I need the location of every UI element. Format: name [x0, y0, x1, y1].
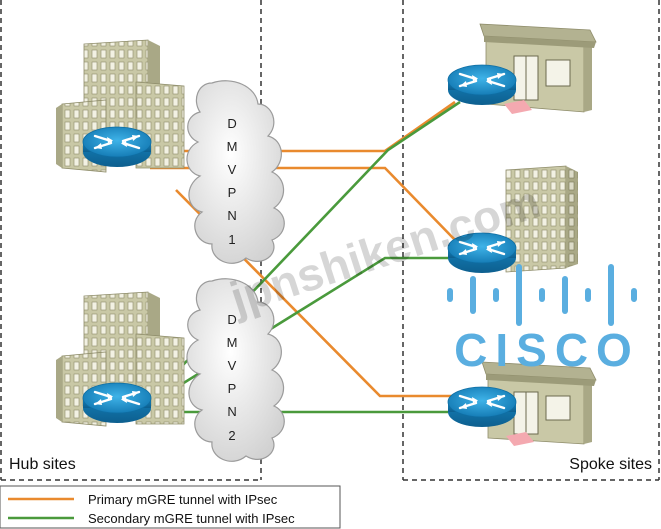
legend-secondary-label: Secondary mGRE tunnel with IPsec	[88, 511, 295, 526]
cloud-letter: M	[227, 139, 238, 154]
spoke-building-icon	[505, 165, 578, 273]
legend: Primary mGRE tunnel with IPsec Secondary…	[0, 485, 341, 529]
cloud-letter: N	[227, 208, 236, 223]
legend-primary-label: Primary mGRE tunnel with IPsec	[88, 492, 278, 507]
spoke-region	[402, 0, 660, 481]
cisco-wordmark: CISCO	[454, 324, 640, 376]
cloud-number: 1	[228, 232, 235, 247]
cloud-letter: D	[227, 116, 236, 131]
cloud-letter: D	[227, 312, 236, 327]
cloud-letter: V	[228, 162, 237, 177]
router-icon	[81, 125, 153, 169]
dmvpn-cloud-2: D M V P N 2	[186, 278, 285, 462]
spoke-sites-label: Spoke sites	[569, 456, 652, 473]
router-icon	[446, 385, 518, 429]
cloud-number: 2	[228, 428, 235, 443]
router-icon	[81, 381, 153, 425]
cisco-logo-icon: CISCO	[447, 264, 640, 376]
cloud-letter: M	[227, 335, 238, 350]
cloud-letter: V	[228, 358, 237, 373]
cloud-letter: N	[227, 404, 236, 419]
spoke-building-icon	[481, 361, 597, 446]
cloud-letter: P	[228, 185, 237, 200]
dmvpn-cloud-1: D M V P N 1	[186, 80, 285, 264]
router-icon	[446, 63, 518, 107]
cloud-letter: P	[228, 381, 237, 396]
hub-sites-label: Hub sites	[9, 456, 76, 473]
